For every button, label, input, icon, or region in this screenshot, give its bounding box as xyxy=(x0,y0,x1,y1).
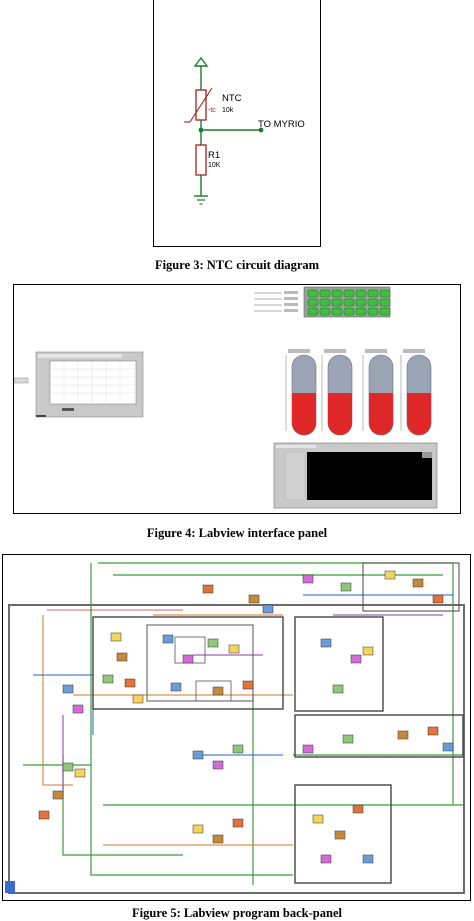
block-node xyxy=(302,574,314,584)
ntc-symbol-label: -tc xyxy=(208,107,216,114)
block-node xyxy=(362,646,374,656)
string-display-widget xyxy=(273,442,438,509)
labview-front-panel xyxy=(13,286,438,509)
figure-5-caption: Figure 5: Labview program back-panel xyxy=(132,906,342,920)
led-indicator xyxy=(343,289,355,298)
led-indicator xyxy=(379,298,391,307)
led-indicator xyxy=(343,298,355,307)
thermometer-title xyxy=(324,349,346,353)
block-node xyxy=(342,734,354,744)
led-indicator xyxy=(307,289,319,298)
block-node xyxy=(192,824,204,834)
thermometer-fill xyxy=(292,393,316,435)
figure-5-frame xyxy=(2,554,471,901)
figure-4-caption: Figure 4: Labview interface panel xyxy=(146,526,328,540)
thermometer-gauges xyxy=(285,349,432,436)
ntc-circuit-diagram: NTC 10k -tc TO MYRIO R1 10K xyxy=(184,56,305,205)
block-node xyxy=(62,762,74,772)
led-indicator xyxy=(379,307,391,316)
block-node xyxy=(62,684,74,694)
ntc-value: 10k xyxy=(222,107,234,114)
led-indicator xyxy=(319,298,331,307)
block-node xyxy=(207,638,219,648)
block-node xyxy=(334,830,346,840)
output-label: TO MYRIO xyxy=(258,119,305,130)
thermometer-title xyxy=(365,349,387,353)
block-node xyxy=(38,810,50,820)
block-node xyxy=(212,686,224,696)
block-node xyxy=(340,582,352,592)
figure-3-caption: Figure 3: NTC circuit diagram xyxy=(154,258,320,272)
waveform-chart-widget xyxy=(13,351,144,418)
led-indicator xyxy=(367,307,379,316)
r1-resistor-symbol xyxy=(195,144,207,176)
block-node xyxy=(170,682,182,692)
block-node xyxy=(116,652,128,662)
led-indicator xyxy=(319,307,331,316)
led-indicator xyxy=(331,307,343,316)
led-indicator-array xyxy=(254,286,391,318)
block-node xyxy=(74,768,86,778)
block-node xyxy=(442,742,454,752)
block-node xyxy=(102,674,114,684)
block-node xyxy=(312,814,324,824)
ntc-label: NTC xyxy=(222,93,242,104)
block-node xyxy=(262,604,274,614)
thermometer-fill xyxy=(369,393,393,435)
block-node xyxy=(432,594,444,604)
r1-label: R1 xyxy=(208,150,220,161)
block-node xyxy=(320,638,332,648)
block-node xyxy=(212,760,224,770)
led-indicator xyxy=(307,298,319,307)
figure-3-circuit-frame: NTC 10k -tc TO MYRIO R1 10K xyxy=(153,0,321,247)
led-indicator xyxy=(367,298,379,307)
block-node xyxy=(427,726,439,736)
block-node xyxy=(162,634,174,644)
block-node xyxy=(132,694,144,704)
supply-arrow-icon xyxy=(193,56,209,67)
block-node xyxy=(182,654,194,664)
block-node xyxy=(397,730,409,740)
led-indicator xyxy=(355,289,367,298)
block-node xyxy=(110,632,122,642)
block-node xyxy=(192,750,204,760)
led-indicator xyxy=(319,289,331,298)
output-node-dot xyxy=(258,127,264,133)
block-node xyxy=(72,704,84,714)
block-node xyxy=(384,570,396,580)
block-node xyxy=(302,744,314,754)
led-indicator xyxy=(379,289,391,298)
led-indicator xyxy=(355,307,367,316)
block-node xyxy=(242,680,254,690)
block-node xyxy=(362,854,374,864)
block-node xyxy=(228,644,240,654)
thermometer-fill xyxy=(328,393,352,435)
led-indicator xyxy=(307,307,319,316)
led-indicator xyxy=(367,289,379,298)
led-indicator xyxy=(331,298,343,307)
block-node xyxy=(232,744,244,754)
ground-icon xyxy=(194,195,208,205)
led-indicator xyxy=(355,298,367,307)
thermometer-title xyxy=(403,349,425,353)
r1-value: 10K xyxy=(208,162,221,169)
figure-4-frame xyxy=(13,284,461,514)
block-node xyxy=(352,804,364,814)
block-node xyxy=(124,678,136,688)
block-node xyxy=(350,654,362,664)
thermometer-fill xyxy=(407,393,431,435)
thermometer-title xyxy=(288,349,310,353)
block-node xyxy=(202,584,214,594)
block-node xyxy=(52,790,64,800)
block-node xyxy=(320,854,332,864)
led-indicator xyxy=(343,307,355,316)
labview-block-diagram xyxy=(5,562,465,894)
block-node xyxy=(332,684,344,694)
led-indicator xyxy=(331,289,343,298)
block-node xyxy=(212,834,224,844)
block-node xyxy=(412,578,424,588)
block-node xyxy=(248,594,260,604)
block-node xyxy=(232,818,244,828)
